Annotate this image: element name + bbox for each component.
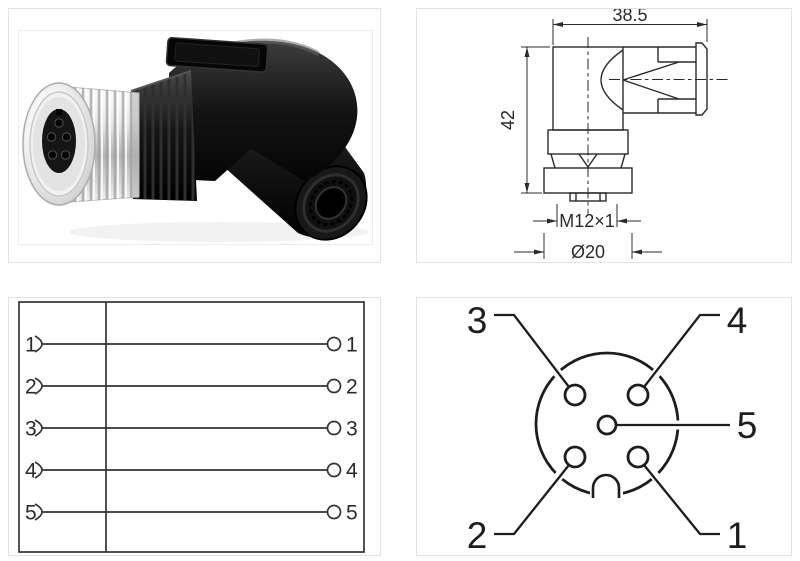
pin-contact-icon <box>326 378 342 394</box>
pin-label-5: 5 <box>737 405 758 446</box>
pin-contact-icon <box>326 336 342 352</box>
pin-3 <box>563 383 587 407</box>
connector-face <box>22 82 96 206</box>
connector-photo-illustration <box>22 36 369 242</box>
product-photo <box>18 30 373 245</box>
pinout-diagram: 3 4 5 2 1 <box>467 300 758 555</box>
wire-row-3: 3 3 <box>25 418 358 441</box>
wire-row-1: 1 1 <box>25 334 358 357</box>
pin-contact-icon <box>326 504 342 520</box>
dim-width: 38.5 <box>552 9 708 45</box>
black-knurl-ring <box>130 70 197 201</box>
cable-hole <box>314 186 348 220</box>
pin-label-4: 4 <box>727 300 748 341</box>
wire-row-2: 2 2 <box>25 376 358 399</box>
wire-right-label: 1 <box>346 334 358 357</box>
pin-5 <box>596 414 618 436</box>
wire-row-4: 4 4 <box>25 460 358 483</box>
wire-left-label: 3 <box>25 418 37 441</box>
leader-lines <box>494 313 730 536</box>
wire-right-label: 5 <box>346 502 358 525</box>
pin-label-1: 1 <box>727 515 748 555</box>
wire-right-label: 2 <box>346 376 358 399</box>
wire-right-label: 3 <box>346 418 358 441</box>
connector-body <box>165 36 358 182</box>
socket-holes <box>46 118 72 160</box>
wiring-diagram-panel: 1 1 2 2 3 3 4 4 5 <box>8 297 381 556</box>
pin-label-3: 3 <box>467 300 488 341</box>
pressure-screw-knurl <box>547 129 629 155</box>
dimension-drawing-panel: 38.5 42 M12×1 Ø <box>416 8 792 263</box>
product-photo-panel <box>8 8 381 263</box>
dim-height: 42 <box>498 46 550 194</box>
keyway-notch <box>591 473 621 498</box>
wire-left-label: 4 <box>25 460 37 483</box>
pinout-diagram-panel: 3 4 5 2 1 <box>416 297 792 556</box>
dim-height-label: 42 <box>498 110 518 130</box>
label-plate <box>165 36 269 73</box>
dimension-drawing: 38.5 42 M12×1 Ø <box>498 9 729 262</box>
dim-diameter-label: Ø20 <box>571 242 605 262</box>
connector-outline <box>543 42 708 202</box>
dim-thread-label: M12×1 <box>559 211 615 231</box>
wire-left-label: 2 <box>25 376 37 399</box>
pin-contact-icon <box>326 420 342 436</box>
dim-thread: M12×1 <box>533 204 641 231</box>
wire-left-label: 1 <box>25 334 37 357</box>
pins <box>563 383 650 469</box>
pin-label-2: 2 <box>467 515 488 555</box>
pin-contact-icon <box>326 462 342 478</box>
pin-4 <box>626 383 650 407</box>
wiring-diagram: 1 1 2 2 3 3 4 4 5 <box>18 301 365 553</box>
wire-left-label: 5 <box>25 502 37 525</box>
wire-row-5: 5 5 <box>25 502 358 525</box>
wire-right-label: 4 <box>346 460 358 483</box>
pin-2 <box>563 445 587 469</box>
pin-1 <box>626 445 650 469</box>
wiring-frame <box>18 301 365 553</box>
dim-diameter: Ø20 <box>514 233 662 262</box>
dim-width-label: 38.5 <box>612 9 647 25</box>
